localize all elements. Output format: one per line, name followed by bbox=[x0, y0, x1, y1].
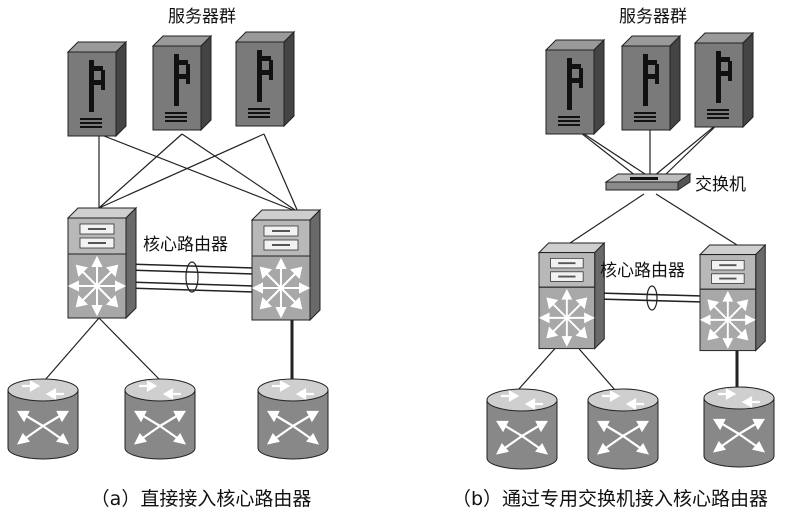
server-b2 bbox=[621, 35, 681, 131]
diagram-a: 服务器群 核心路由器 bbox=[6, 7, 330, 510]
caption-a: （a）直接接入核心路由器 bbox=[91, 488, 312, 510]
caption-b: （b）通过专用交换机接入核心路由器 bbox=[452, 488, 768, 510]
edge-links-a bbox=[44, 317, 294, 381]
core-interlink-a bbox=[126, 261, 255, 293]
server-b3 bbox=[694, 32, 754, 128]
switch-label-b: 交换机 bbox=[695, 175, 746, 195]
diagram-b: 服务器群 交换机 核心路 bbox=[452, 7, 776, 510]
core-router-b-right bbox=[699, 244, 767, 352]
edge-router-b1 bbox=[485, 387, 559, 471]
edge-router-a2 bbox=[123, 377, 197, 461]
edge-router-b2 bbox=[586, 387, 660, 471]
server-a1 bbox=[67, 41, 127, 137]
switch-core-links-b bbox=[566, 193, 738, 246]
server-b1 bbox=[545, 39, 605, 135]
edge-router-b3 bbox=[702, 385, 776, 469]
edge-router-a1 bbox=[6, 377, 80, 461]
switch bbox=[605, 173, 691, 191]
server-group-label-b: 服务器群 bbox=[619, 7, 687, 27]
core-router-label-b: 核心路由器 bbox=[600, 261, 685, 281]
core-router-label-a: 核心路由器 bbox=[143, 235, 228, 255]
core-router-b-left bbox=[538, 242, 606, 350]
edge-router-a3 bbox=[256, 377, 330, 461]
core-interlink-b bbox=[596, 285, 704, 311]
server-group-label-a: 服务器群 bbox=[168, 7, 236, 27]
server-links-a bbox=[98, 133, 299, 213]
server-a3 bbox=[235, 31, 295, 127]
core-router-a-left bbox=[67, 207, 137, 319]
core-router-a-right bbox=[251, 209, 321, 321]
server-a2 bbox=[152, 35, 212, 131]
